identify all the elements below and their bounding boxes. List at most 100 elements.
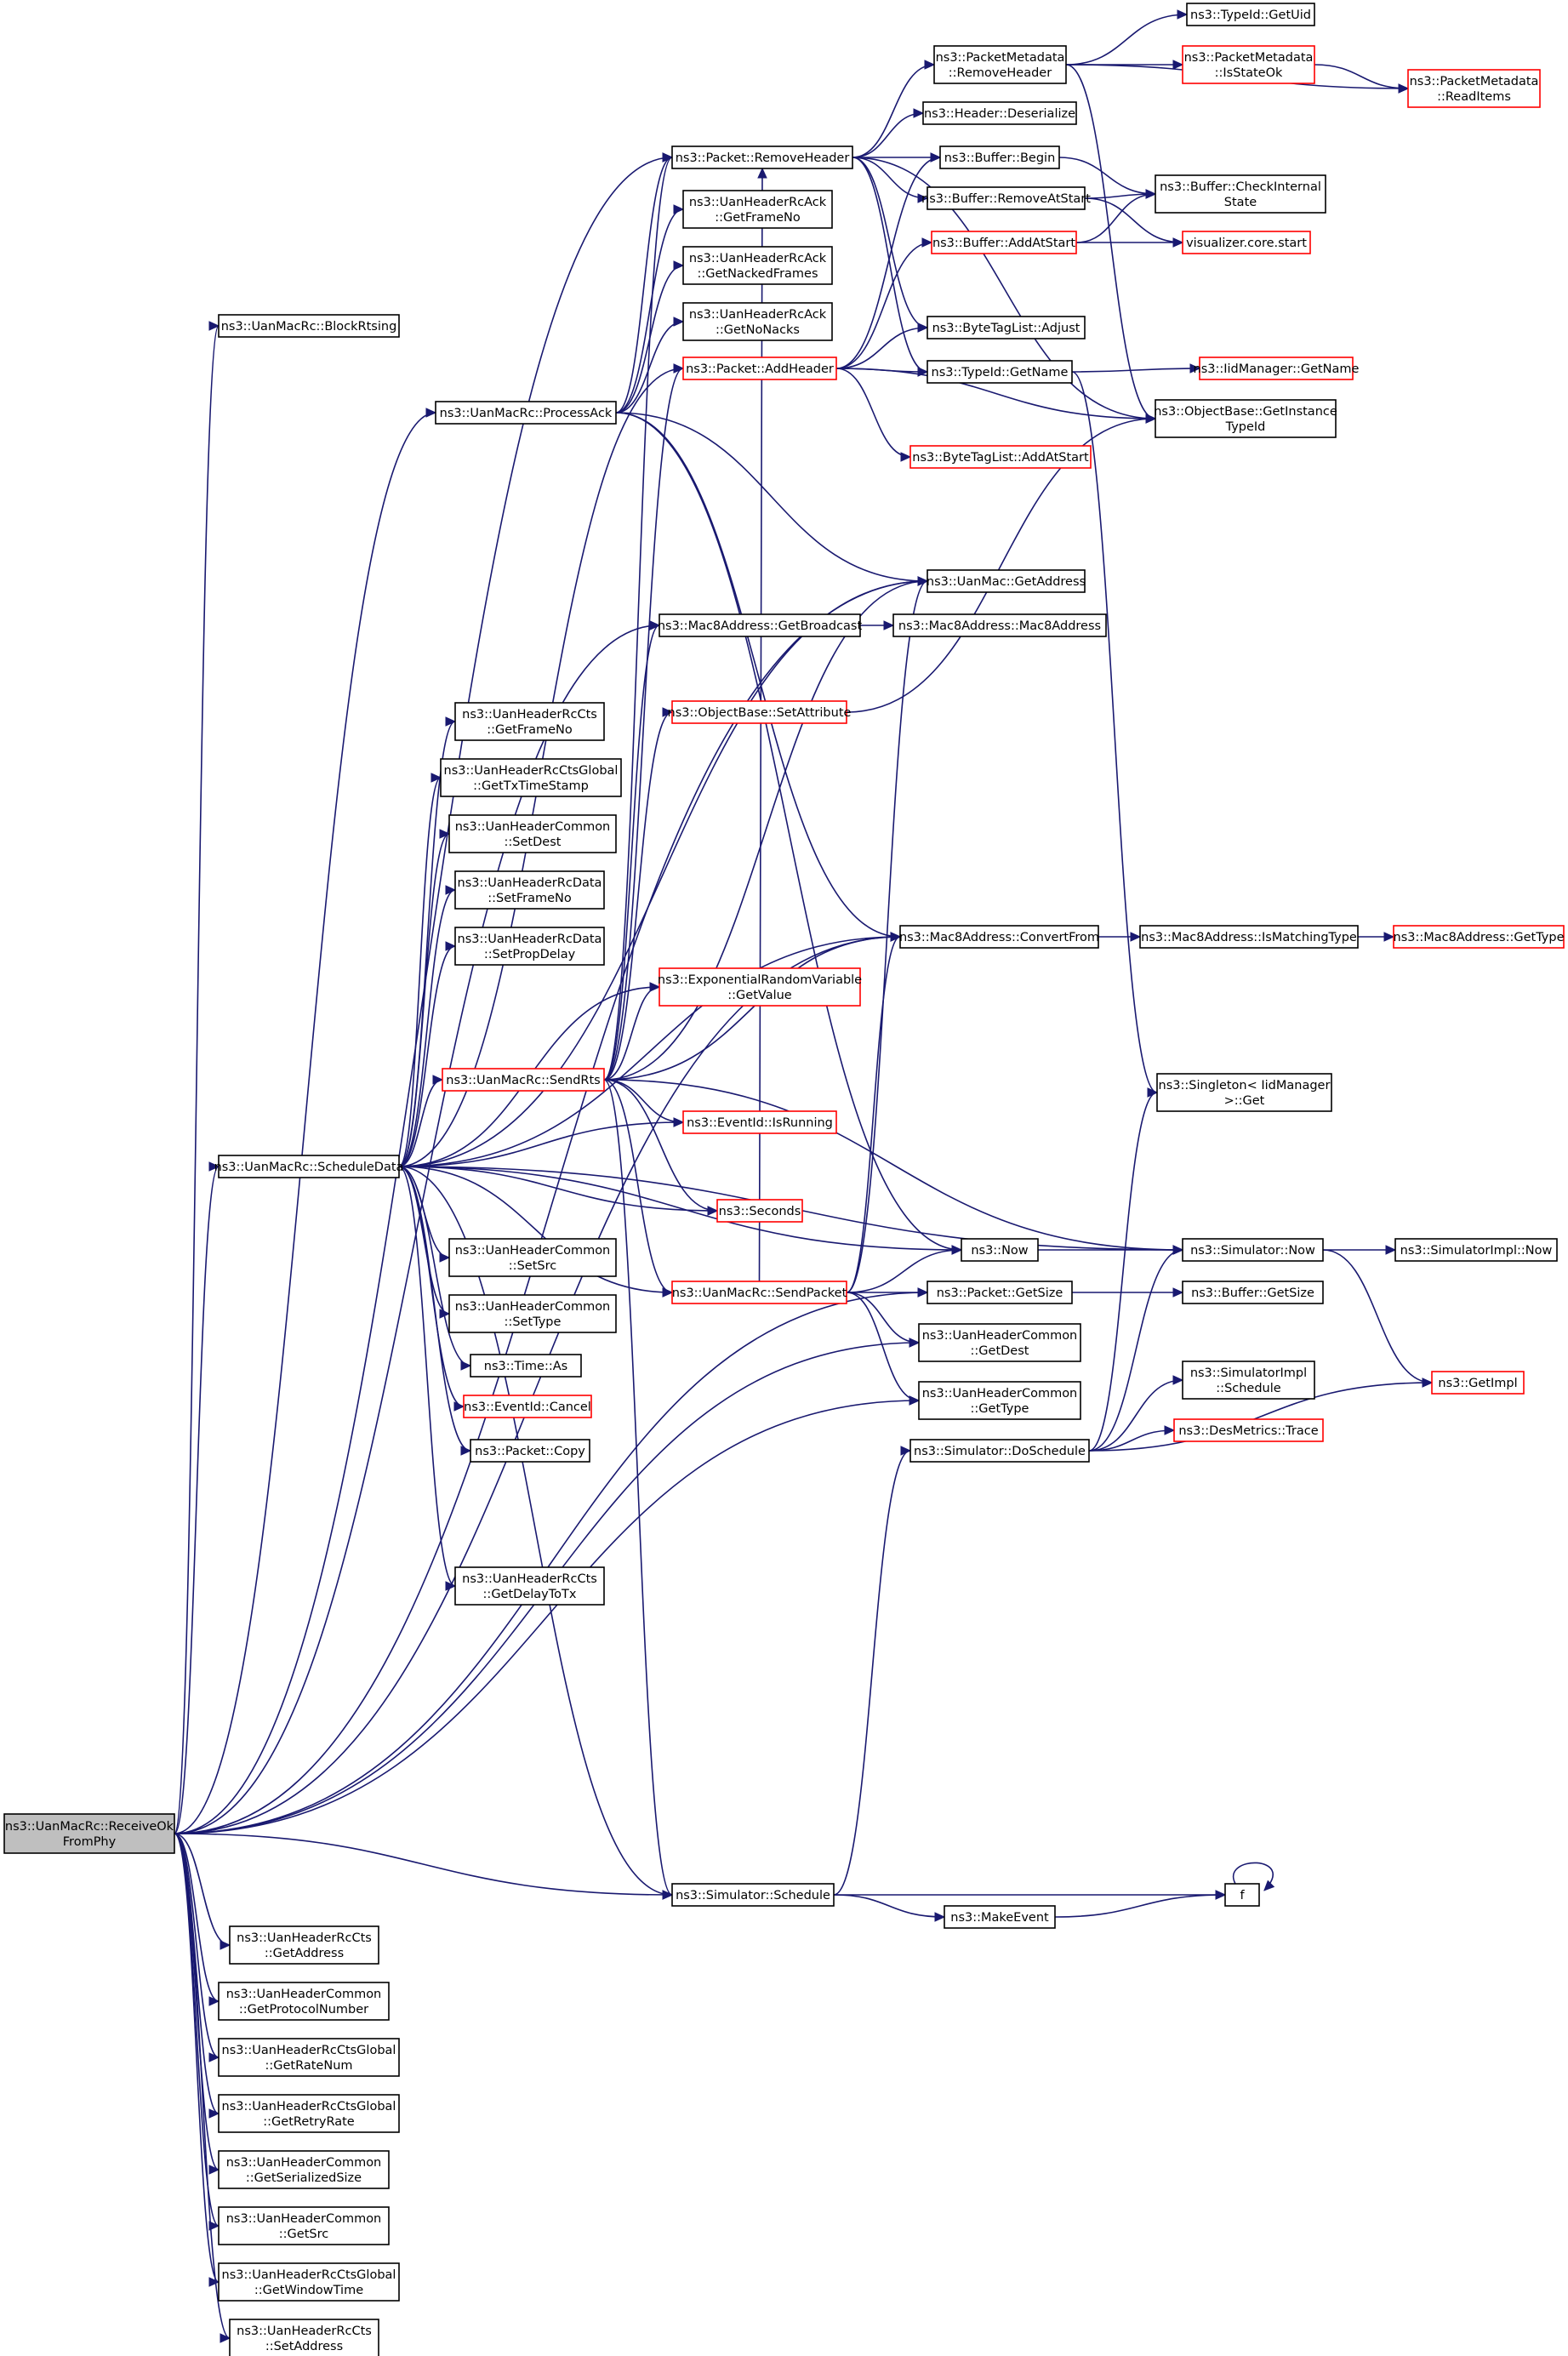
node-box xyxy=(218,2262,400,2302)
node-ns3-uan-header-rc-cts-global-get-tx-time-stamp[interactable]: ns3::UanHeaderRcCtsGlobal::GetTxTimeStam… xyxy=(440,758,622,797)
edge-processAck-to-ackGetFrameNo xyxy=(615,204,685,414)
node-f[interactable]: f xyxy=(1224,1883,1260,1907)
node-ns3-uan-header-rc-cts-get-address[interactable]: ns3::UanHeaderRcCts::GetAddress xyxy=(229,1925,379,1965)
node-box xyxy=(918,1381,1081,1420)
node-ns3-buffer-add-at-start[interactable]: ns3::Buffer::AddAtStart xyxy=(931,231,1077,254)
node-ns3-simulator-schedule[interactable]: ns3::Simulator::Schedule xyxy=(671,1883,835,1907)
node-ns3-uan-mac-rc-send-rts[interactable]: ns3::UanMacRc::SendRts xyxy=(442,1068,605,1092)
node-ns3-singleton-iid-manager-get[interactable]: ns3::Singleton< IidManager>::Get xyxy=(1156,1073,1332,1112)
node-ns3-uan-header-common-get-type[interactable]: ns3::UanHeaderCommon::GetType xyxy=(918,1381,1081,1420)
node-ns3-uan-mac-rc-send-packet[interactable]: ns3::UanMacRc::SendPacket xyxy=(671,1281,847,1304)
edge-arrowhead xyxy=(1147,1087,1159,1098)
node-box xyxy=(1407,69,1541,108)
node-label: ns3::Mac8Address::GetBroadcast xyxy=(658,619,863,633)
node-label: >::Get xyxy=(1224,1094,1265,1108)
node-ns3-mac8-address-get-type[interactable]: ns3::Mac8Address::GetType xyxy=(1393,925,1565,949)
node-ns3-iid-manager-get-name[interactable]: ns3::IidManager::GetName xyxy=(1194,357,1360,380)
node-ns3-simulator-impl-now[interactable]: ns3::SimulatorImpl::Now xyxy=(1394,1238,1558,1262)
edge-line xyxy=(398,945,456,1167)
node-ns3-byte-tag-list-add-at-start[interactable]: ns3::ByteTagList::AddAtStart xyxy=(909,445,1092,469)
node-ns3-uan-mac-get-address[interactable]: ns3::UanMac::GetAddress xyxy=(927,569,1086,593)
node-ns3-des-metrics-trace[interactable]: ns3::DesMetrics::Trace xyxy=(1173,1418,1324,1442)
node-box xyxy=(909,1439,1090,1463)
edge-line xyxy=(1088,1382,1433,1452)
node-ns3-uan-header-common-get-protocol-number[interactable]: ns3::UanHeaderCommon::GetProtocolNumber xyxy=(218,1982,390,2021)
node-ns3-now[interactable]: ns3::Now xyxy=(961,1238,1039,1262)
node-ns3-buffer-get-size[interactable]: ns3::Buffer::GetSize xyxy=(1182,1281,1324,1304)
node-label: ns3::UanHeaderCommon xyxy=(226,2156,382,2170)
edge-bufferAddAtStart-to-bufferCheckInternal xyxy=(1075,189,1157,243)
node-ns3-uan-mac-rc-block-rtsing[interactable]: ns3::UanMacRc::BlockRtsing xyxy=(218,314,400,338)
node-ns3-packet-copy[interactable]: ns3::Packet::Copy xyxy=(470,1439,590,1463)
node-box xyxy=(671,145,853,169)
edge-scheduleData-to-eventCancel xyxy=(398,1166,465,1412)
node-ns3-uan-header-rc-data-set-frame-no[interactable]: ns3::UanHeaderRcData::SetFrameNo xyxy=(454,870,605,910)
edge-arrowhead xyxy=(883,620,895,630)
node-box xyxy=(1431,1371,1525,1395)
node-ns3-event-id-is-running[interactable]: ns3::EventId::IsRunning xyxy=(682,1110,837,1134)
node-visualizer-core-start[interactable]: visualizer.core.start xyxy=(1182,231,1311,254)
node-label: ::GetSrc xyxy=(279,2228,328,2241)
node-ns3-mac8-address-is-matching-type[interactable]: ns3::Mac8Address::IsMatchingType xyxy=(1139,925,1359,949)
node-ns3-packet-remove-header[interactable]: ns3::Packet::RemoveHeader xyxy=(671,145,853,169)
edge-arrowhead xyxy=(208,2108,220,2119)
node-label: ::SetSrc xyxy=(509,1259,556,1273)
node-ns3-seconds[interactable]: ns3::Seconds xyxy=(716,1199,803,1223)
node-ns3-object-base-set-attribute[interactable]: ns3::ObjectBase::SetAttribute xyxy=(668,700,852,724)
node-ns3-uan-header-common-get-dest[interactable]: ns3::UanHeaderCommon::GetDest xyxy=(918,1323,1081,1362)
node-ns3-simulator-now[interactable]: ns3::Simulator::Now xyxy=(1182,1238,1324,1262)
node-ns3-simulator-do-schedule[interactable]: ns3::Simulator::DoSchedule xyxy=(909,1439,1090,1463)
node-ns3-mac8-address-convert-from[interactable]: ns3::Mac8Address::ConvertFrom xyxy=(899,925,1099,949)
node-ns3-uan-header-rc-cts-get-delay-to-tx[interactable]: ns3::UanHeaderRcCts::GetDelayToTx xyxy=(454,1566,605,1606)
node-ns3-byte-tag-list-adjust[interactable]: ns3::ByteTagList::Adjust xyxy=(927,316,1086,339)
node-ns3-make-event[interactable]: ns3::MakeEvent xyxy=(944,1905,1056,1929)
node-ns3-time-as[interactable]: ns3::Time::As xyxy=(470,1354,582,1378)
node-ns3-uan-header-common-get-serialized-size[interactable]: ns3::UanHeaderCommon::GetSerializedSize xyxy=(218,2150,390,2189)
node-ns3-uan-mac-rc-schedule-data[interactable]: ns3::UanMacRc::ScheduleData xyxy=(214,1155,404,1178)
node-ns3-type-id-get-name[interactable]: ns3::TypeId::GetName xyxy=(927,360,1073,384)
node-ns3-uan-header-rc-ack-get-nacked-frames[interactable]: ns3::UanHeaderRcAck::GetNackedFrames xyxy=(682,246,833,285)
node-ns3-event-id-cancel[interactable]: ns3::EventId::Cancel xyxy=(463,1395,592,1418)
node-label: State xyxy=(1224,196,1257,209)
node-ns3-uan-header-rc-cts-get-frame-no[interactable]: ns3::UanHeaderRcCts::GetFrameNo xyxy=(454,702,605,741)
edge-arrowhead xyxy=(673,317,685,327)
node-label: ::GetDelayToTx xyxy=(483,1588,577,1601)
edge-arrowhead xyxy=(917,1287,929,1298)
node-ns3-uan-header-common-set-type[interactable]: ns3::UanHeaderCommon::SetType xyxy=(448,1294,617,1333)
node-ns3-type-id-get-uid[interactable]: ns3::TypeId::GetUid xyxy=(1186,3,1315,26)
node-ns3-packet-metadata-read-items[interactable]: ns3::PacketMetadata::ReadItems xyxy=(1407,69,1541,108)
node-ns3-header-deserialize[interactable]: ns3::Header::Deserialize xyxy=(922,101,1077,125)
node-ns3-uan-header-common-get-src[interactable]: ns3::UanHeaderCommon::GetSrc xyxy=(218,2206,390,2245)
node-ns3-mac8-address-get-broadcast[interactable]: ns3::Mac8Address::GetBroadcast xyxy=(658,613,863,637)
node-ns3-uan-mac-rc-process-ack[interactable]: ns3::UanMacRc::ProcessAck xyxy=(435,401,617,425)
node-ns3-buffer-begin[interactable]: ns3::Buffer::Begin xyxy=(939,145,1060,169)
edge-arrowhead xyxy=(460,1361,472,1371)
node-ns3-packet-get-size[interactable]: ns3::Packet::GetSize xyxy=(927,1281,1073,1304)
node-ns3-get-impl[interactable]: ns3::GetImpl xyxy=(1431,1371,1525,1395)
edge-root-to-blockRts xyxy=(174,321,220,1834)
node-ns3-uan-header-common-set-dest[interactable]: ns3::UanHeaderCommon::SetDest xyxy=(448,814,617,853)
node-ns3-exponential-random-variable-get-value[interactable]: ns3::ExponentialRandomVariable::GetValue xyxy=(658,967,862,1007)
node-ns3-uan-header-rc-cts-global-get-window-time[interactable]: ns3::UanHeaderRcCtsGlobal::GetWindowTime xyxy=(218,2262,400,2302)
node-ns3-uan-header-rc-ack-get-no-nacks[interactable]: ns3::UanHeaderRcAck::GetNoNacks xyxy=(682,302,833,341)
edge-line xyxy=(1088,1379,1183,1452)
node-ns3-uan-header-rc-ack-get-frame-no[interactable]: ns3::UanHeaderRcAck::GetFrameNo xyxy=(682,190,833,229)
edge-arrowhead xyxy=(1130,932,1142,942)
node-ns3-uan-header-rc-data-set-prop-delay[interactable]: ns3::UanHeaderRcData::SetPropDelay xyxy=(454,927,605,966)
node-ns3-uan-header-common-set-src[interactable]: ns3::UanHeaderCommon::SetSrc xyxy=(448,1238,617,1277)
node-ns3-buffer-remove-at-start[interactable]: ns3::Buffer::RemoveAtStart xyxy=(921,186,1091,210)
node-ns3-mac8-address-mac8-address[interactable]: ns3::Mac8Address::Mac8Address xyxy=(892,613,1107,637)
node-ns3-packet-metadata-remove-header[interactable]: ns3::PacketMetadata::RemoveHeader xyxy=(933,45,1067,84)
edge-line xyxy=(603,580,928,1081)
edge-scheduleData-to-seconds xyxy=(398,1166,719,1216)
node-ns3-uan-header-rc-cts-set-address[interactable]: ns3::UanHeaderRcCts::SetAddress xyxy=(229,2319,379,2356)
node-ns3-simulator-impl-schedule[interactable]: ns3::SimulatorImpl::Schedule xyxy=(1182,1361,1315,1400)
node-ns3-packet-add-header[interactable]: ns3::Packet::AddHeader xyxy=(682,357,837,380)
node-ns3-uan-header-rc-cts-global-get-rate-num[interactable]: ns3::UanHeaderRcCtsGlobal::GetRateNum xyxy=(218,2038,400,2077)
node-label: ::SetAddress xyxy=(265,2340,343,2353)
node-ns3-packet-metadata-is-state-ok[interactable]: ns3::PacketMetadata::IsStateOk xyxy=(1182,45,1315,84)
node-ns3-uan-header-rc-cts-global-get-retry-rate[interactable]: ns3::UanHeaderRcCtsGlobal::GetRetryRate xyxy=(218,2094,400,2133)
